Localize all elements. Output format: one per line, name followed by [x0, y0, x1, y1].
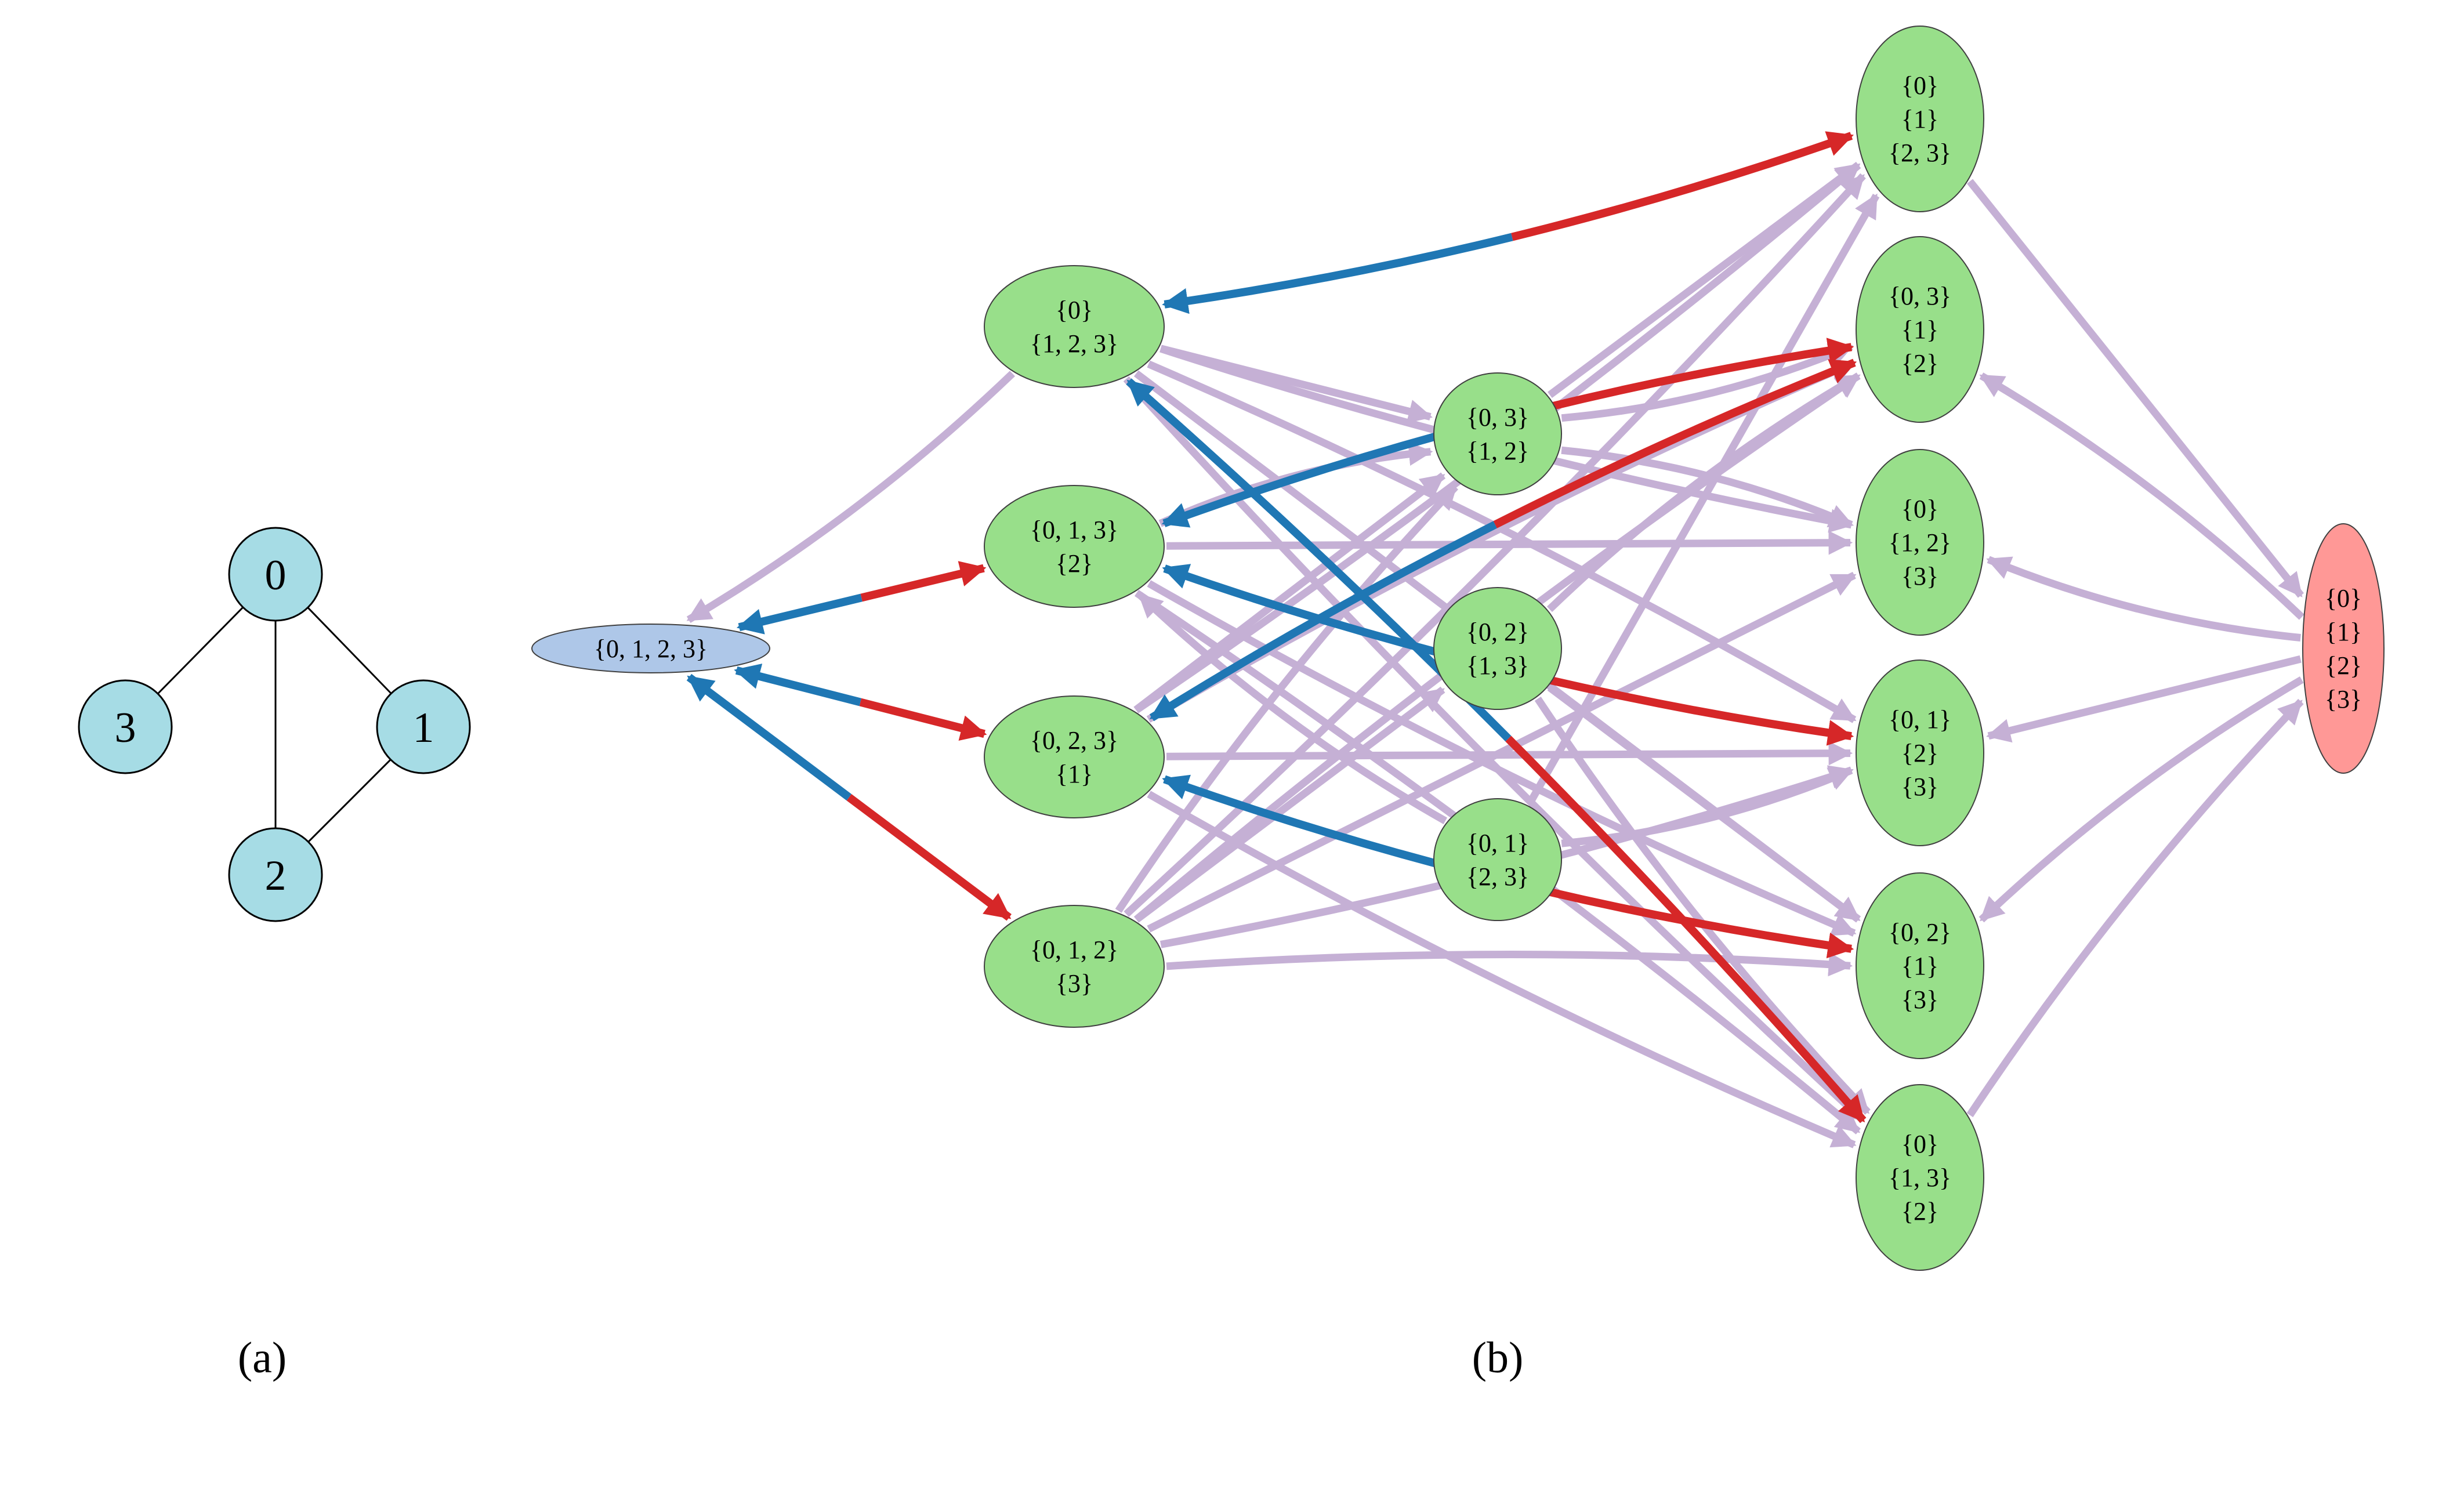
lattice-edge-n02_13-to-n03_1_2 — [1546, 372, 1861, 613]
lattice-node-label: {3} — [1901, 562, 1938, 590]
lattice-node-n03_12: {0, 3} {1, 2} — [1433, 372, 1562, 495]
lattice-node-n0_1_23: {0} {1} {2, 3} — [1856, 26, 1984, 212]
lattice-node-label: {3} — [1056, 969, 1093, 998]
graph-vertex-3: 3 — [78, 679, 173, 774]
lattice-node-label: {0, 2, 3} — [1030, 726, 1118, 755]
path-edge-n023_1-to-root — [734, 664, 862, 706]
lattice-node-label: {0} — [1056, 296, 1093, 324]
lattice-node-label: {0, 3} — [1466, 403, 1529, 432]
lattice-node-label: {3} — [2325, 685, 2362, 713]
path-edge-n013_2-to-root — [736, 593, 863, 635]
lattice-node-label: {3} — [1901, 773, 1938, 801]
lattice-node-label: {0, 3} — [1889, 282, 1951, 310]
lattice-edge-n0_1_2_3-to-n0_12_3 — [1986, 556, 2301, 642]
graph-vertex-label: 3 — [115, 704, 136, 752]
lattice-nodes: {0, 1, 2, 3}{0}{1, 2, 3}{0, 1, 3}{2}{0, … — [531, 26, 2385, 1271]
lattice-node-label: {0} — [1901, 71, 1938, 100]
lattice-node-n0_123: {0} {1, 2, 3} — [984, 265, 1165, 388]
lattice-node-label: {1, 3} — [1466, 651, 1529, 680]
lattice-edge-n02_13-to-n02_1_3 — [1547, 684, 1861, 923]
lattice-node-n02_13: {0, 2} {1, 3} — [1433, 587, 1562, 710]
lattice-node-label: {0} — [2325, 584, 2362, 613]
lattice-edge-n03_12-to-n03_1_2 — [1561, 343, 1854, 422]
lattice-node-label: {1} — [1901, 316, 1938, 344]
lattice-node-label: {0} — [1901, 1130, 1938, 1158]
lattice-node-label: {0} — [1901, 495, 1938, 523]
lattice-node-label: {3} — [1901, 985, 1938, 1014]
lattice-node-label: {2} — [1901, 1197, 1938, 1226]
lattice-edge-n0_1_2_3-to-n03_1_2 — [1979, 372, 2304, 620]
lattice-edge-n01_23-to-n0_1_23 — [1525, 193, 1880, 806]
lattice-node-n0_1_2_3: {0} {1} {2} {3} — [2302, 523, 2385, 774]
lattice-node-n03_1_2: {0, 3} {1} {2} — [1856, 236, 1984, 423]
lattice-edge-n012_3-to-n0_12_3 — [1147, 571, 1857, 933]
lattice-edge-n0_1_23-to-n0_1_2_3 — [1966, 179, 2304, 598]
graph-vertex-1: 1 — [376, 679, 471, 774]
lattice-edge-n02_13-to-n0_13_2 — [1534, 697, 1871, 1115]
lattice-node-label: {2} — [1901, 349, 1938, 378]
graph-vertex-2: 2 — [228, 827, 323, 922]
graph-vertex-label: 2 — [265, 852, 287, 900]
lattice-node-n0_13_2: {0} {1, 3} {2} — [1856, 1084, 1984, 1271]
lattice-node-label: {0, 1, 2, 3} — [594, 635, 708, 663]
lattice-node-label: {2, 3} — [1466, 863, 1529, 891]
panel-a-graph: 0 1 2 3 (a) — [78, 527, 471, 1382]
path-edge-n0_123-to-n0_1_23 — [1511, 131, 1854, 241]
lattice-node-label: {0, 1} — [1466, 829, 1529, 857]
lattice-node-label: {1} — [1901, 105, 1938, 133]
graph-vertex-0: 0 — [228, 527, 323, 622]
lattice-edge-n0_1_2_3-to-n01_2_3 — [1986, 655, 2302, 743]
path-edge-root-to-n013_2 — [860, 561, 987, 602]
path-edge-n03_1_2-to-n023_1 — [1149, 521, 1497, 722]
lattice-node-label: {0, 2} — [1889, 918, 1951, 947]
lattice-edge-n023_1-to-n0_13_2 — [1147, 791, 1857, 1148]
lattice-node-label: {0, 1, 2} — [1030, 936, 1118, 964]
graph-vertices: 0 1 2 3 — [78, 527, 471, 922]
lattice-edge-n012_3-to-n03_12 — [1115, 484, 1458, 913]
lattice-edge-n023_1-to-n01_2_3 — [1166, 741, 1853, 766]
lattice-node-n0_12_3: {0} {1, 2} {3} — [1856, 449, 1984, 636]
lattice-node-n01_23: {0, 1} {2, 3} — [1433, 798, 1562, 921]
lattice-node-label: {1, 2, 3} — [1030, 329, 1118, 358]
panel-b-caption: (b) — [1472, 1333, 1524, 1382]
lattice-node-label: {2, 3} — [1889, 139, 1951, 167]
lattice-node-root: {0, 1, 2, 3} — [531, 624, 770, 673]
lattice-node-label: {1} — [1056, 760, 1093, 788]
lattice-node-n01_2_3: {0, 1} {2} {3} — [1856, 659, 1984, 846]
path-edge-n0_1_23-to-n0_123 — [1162, 233, 1513, 314]
lattice-node-label: {0, 2} — [1466, 618, 1529, 646]
lattice-node-label: {1} — [2325, 618, 2362, 646]
lattice-node-label: {0, 1, 3} — [1030, 516, 1118, 544]
path-edge-root-to-n012_3 — [846, 794, 1012, 921]
path-edge-n023_1-to-n03_1_2 — [1493, 358, 1857, 528]
lattice-node-label: {1, 3} — [1889, 1164, 1951, 1192]
lattice-node-label: {1, 2} — [1466, 437, 1529, 465]
lattice-edge-n0_123-to-root — [686, 371, 1016, 624]
path-edge-n0_123-to-n0_13_2 — [1505, 735, 1867, 1124]
lattice-node-label: {1} — [1901, 952, 1938, 980]
lattice-node-n023_1: {0, 2, 3} {1} — [984, 695, 1165, 818]
graph-vertex-label: 1 — [413, 704, 434, 752]
path-edge-root-to-n023_1 — [859, 698, 987, 741]
lattice-edge-n0_13_2-to-n0_1_2_3 — [1966, 698, 2304, 1118]
lattice-edge-n03_12-to-n0_1_23 — [1548, 161, 1861, 398]
lattice-node-n02_1_3: {0, 2} {1} {3} — [1856, 872, 1984, 1059]
lattice-node-label: {2} — [2325, 651, 2362, 680]
lattice-edge-n013_2-to-n02_1_3 — [1147, 580, 1857, 937]
lattice-edge-n012_3-to-n02_1_3 — [1166, 950, 1853, 977]
path-edge-n012_3-to-root — [686, 673, 852, 801]
lattice-node-label: {2} — [1901, 739, 1938, 767]
lattice-node-label: {0, 1} — [1889, 705, 1951, 734]
lattice-node-label: {2} — [1056, 549, 1093, 578]
lattice-edge-n01_23-to-n013_2 — [1137, 592, 1448, 824]
lattice-edge-n0_1_2_3-to-n02_1_3 — [1979, 676, 2304, 923]
panel-a-caption: (a) — [238, 1333, 287, 1382]
lattice-node-n012_3: {0, 1, 2} {3} — [984, 905, 1165, 1028]
lattice-node-label: {1, 2} — [1889, 528, 1951, 557]
graph-vertex-label: 0 — [265, 552, 287, 599]
lattice-edge-n0_123-to-n01_2_3 — [1147, 360, 1857, 723]
panel-b-lattice: {0, 1, 2, 3}{0}{1, 2, 3}{0, 1, 3}{2}{0, … — [531, 26, 2385, 1382]
lattice-node-n013_2: {0, 1, 3} {2} — [984, 485, 1165, 608]
